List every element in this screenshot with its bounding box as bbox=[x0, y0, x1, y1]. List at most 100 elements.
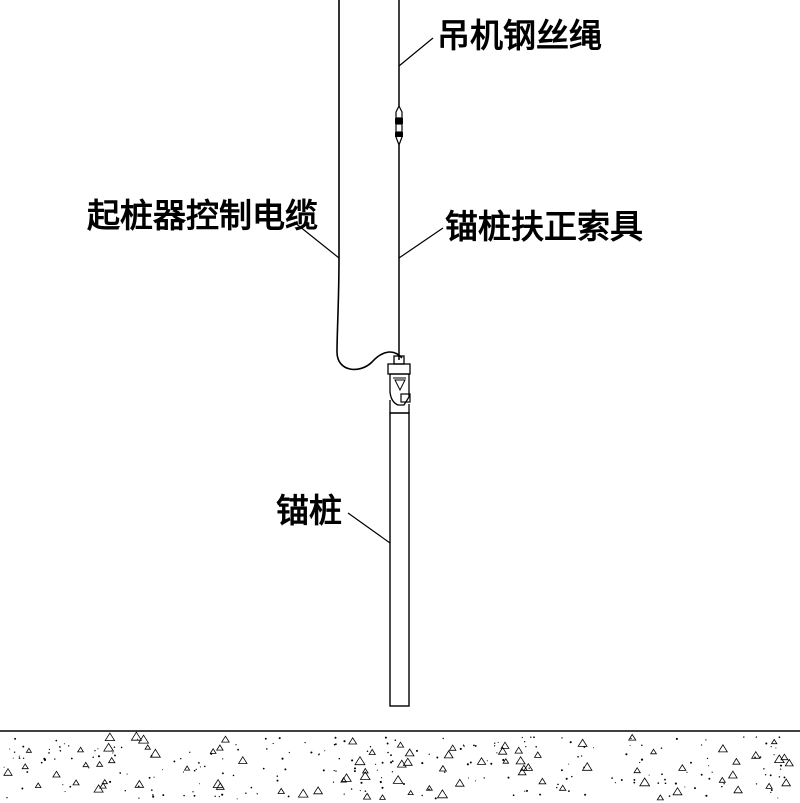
sediment-speck bbox=[519, 764, 528, 771]
label-crane-wire-rope: 吊机钢丝绳 bbox=[437, 16, 602, 55]
leader-crane-wire-rope bbox=[398, 37, 434, 67]
sediment-speck bbox=[92, 756, 94, 759]
sediment-speck bbox=[463, 745, 465, 747]
sediment-speck bbox=[94, 750, 96, 752]
sediment-speck bbox=[496, 752, 498, 754]
sediment-speck bbox=[124, 789, 127, 792]
sediment-speck bbox=[64, 791, 66, 793]
sediment-speck bbox=[779, 768, 782, 770]
sediment-speck bbox=[59, 749, 62, 752]
sediment-speck bbox=[391, 760, 394, 762]
sediment-speck bbox=[755, 736, 758, 738]
sediment-speck bbox=[112, 752, 114, 754]
sediment-speck bbox=[561, 737, 563, 739]
sediment-speck bbox=[469, 761, 472, 764]
sediment-speck bbox=[343, 740, 346, 743]
sediment-speck bbox=[137, 785, 140, 788]
wire-rope-connector bbox=[395, 104, 403, 147]
sediment-speck bbox=[765, 782, 773, 789]
sediment-speck bbox=[539, 793, 542, 796]
sediment-speck bbox=[318, 753, 320, 755]
sediment-speck bbox=[72, 779, 80, 786]
sediment-speck bbox=[52, 770, 61, 778]
sediment-speck bbox=[394, 739, 397, 741]
sediment-speck bbox=[18, 757, 21, 759]
sediment-speck bbox=[152, 794, 154, 796]
sediment-speck bbox=[288, 751, 290, 754]
sediment-speck bbox=[25, 747, 33, 753]
sediment-speck bbox=[287, 795, 290, 798]
sediment-speck bbox=[381, 761, 384, 764]
sediment-speck bbox=[221, 772, 224, 775]
sediment-speck bbox=[459, 747, 462, 750]
sediment-speck bbox=[22, 745, 25, 748]
sediment-speck bbox=[629, 745, 631, 746]
sediment-speck bbox=[221, 793, 224, 796]
sediment-speck bbox=[144, 744, 152, 750]
sediment-speck bbox=[222, 758, 224, 760]
sediment-speck bbox=[773, 754, 775, 756]
sediment-speck bbox=[779, 764, 783, 767]
sediment-speck bbox=[402, 757, 413, 766]
sediment-speck bbox=[153, 776, 155, 778]
sediment-speck bbox=[711, 771, 713, 773]
sediment-speck bbox=[421, 794, 423, 797]
sediment-speck bbox=[391, 771, 394, 773]
sediment-speck bbox=[770, 738, 778, 745]
anchor-pile-body bbox=[389, 412, 410, 707]
sediment-speck bbox=[120, 746, 123, 749]
sediment-speck bbox=[660, 747, 663, 749]
sediment-speck bbox=[732, 757, 741, 765]
sediment-speck bbox=[40, 761, 43, 764]
sediment-speck bbox=[104, 732, 116, 741]
sediment-speck bbox=[366, 750, 369, 753]
sediment-speck bbox=[700, 773, 703, 776]
sediment-speck bbox=[364, 790, 367, 792]
sediment-speck bbox=[448, 744, 457, 751]
sediment-speck bbox=[769, 774, 772, 777]
sediment-speck bbox=[780, 753, 789, 761]
sediment-speck bbox=[180, 758, 182, 760]
sediment-speck bbox=[530, 736, 532, 738]
pile-lifter-control-cable bbox=[336, 0, 403, 371]
sediment-speck bbox=[770, 789, 773, 791]
sediment-speck bbox=[137, 738, 139, 740]
sediment-speck bbox=[436, 789, 449, 799]
sediment-speck bbox=[750, 750, 761, 759]
sediment-speck bbox=[649, 748, 658, 755]
sediment-speck bbox=[770, 746, 772, 748]
sediment-speck bbox=[369, 746, 372, 748]
sediment-speck bbox=[114, 754, 116, 757]
sediment-speck bbox=[232, 774, 235, 777]
sediment-speck bbox=[639, 761, 641, 764]
sediment-speck bbox=[341, 773, 352, 782]
sediment-speck bbox=[705, 794, 708, 797]
sediment-speck bbox=[690, 761, 692, 764]
sediment-speck bbox=[438, 764, 448, 772]
sediment-speck bbox=[497, 741, 499, 743]
sediment-speck bbox=[434, 797, 437, 800]
sediment-speck bbox=[235, 744, 237, 746]
sediment-speck bbox=[13, 751, 16, 753]
sediment-speck bbox=[192, 791, 194, 793]
sediment-speck bbox=[783, 776, 786, 779]
sediment-speck bbox=[770, 791, 772, 794]
sediment-speck bbox=[340, 776, 348, 783]
sediment-speck bbox=[568, 790, 570, 792]
sediment-speck bbox=[34, 782, 42, 788]
sediment-speck bbox=[193, 769, 196, 772]
sediment-speck bbox=[633, 766, 642, 774]
sediment-speck bbox=[581, 762, 593, 771]
sediment-speck bbox=[425, 784, 434, 791]
sediment-speck bbox=[403, 783, 405, 785]
sediment-speck bbox=[507, 776, 510, 779]
sediment-speck bbox=[137, 734, 150, 744]
sediment-speck bbox=[183, 765, 191, 771]
sediment-speck bbox=[63, 743, 65, 745]
sediment-speck bbox=[764, 774, 767, 776]
sediment-speck bbox=[517, 767, 527, 776]
sediment-speck bbox=[765, 742, 768, 745]
sediment-speck bbox=[568, 763, 570, 765]
sediment-speck bbox=[462, 744, 465, 746]
